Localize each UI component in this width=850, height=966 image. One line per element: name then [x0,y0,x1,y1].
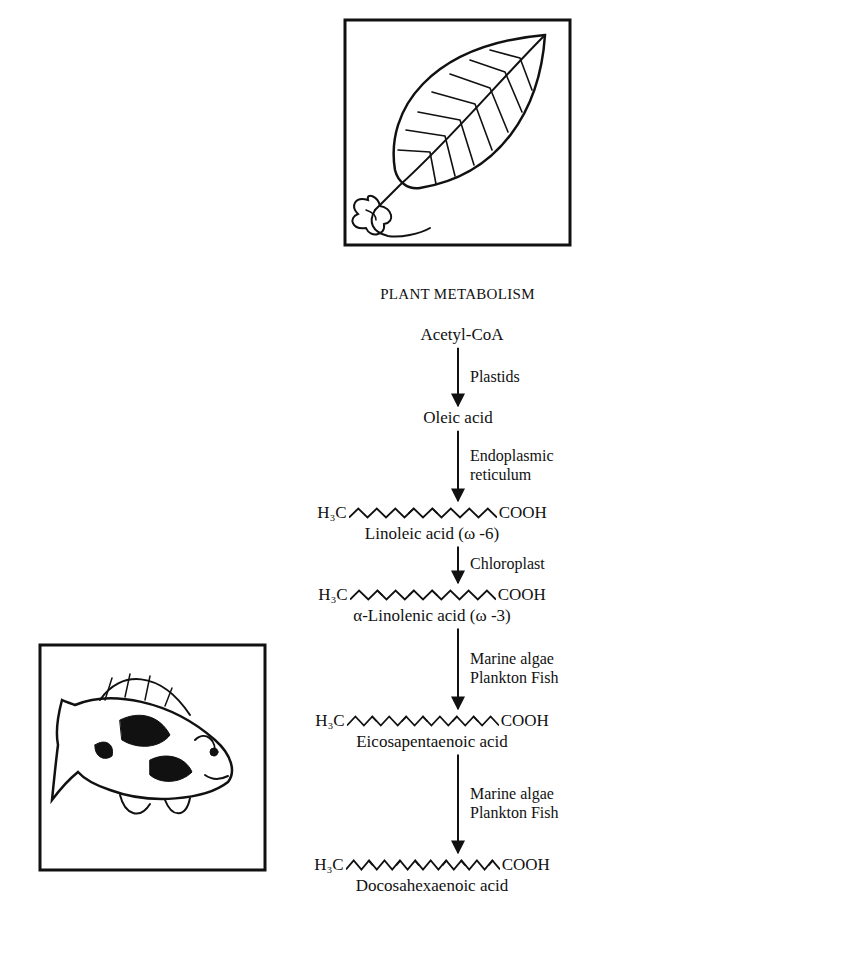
structural-formula: H₃C COOH [314,856,550,875]
compound-name: Linoleic acid (ω -6) [317,525,547,544]
structural-formula: H₃C COOH [318,586,546,605]
pathway-arrow [457,628,459,709]
compound-name: Acetyl-CoA [420,326,503,345]
arrow-label: Endoplasmic reticulum [470,447,575,484]
carboxyl-end: COOH [501,712,549,731]
fatty-acid-chain [350,586,496,604]
compound-name: Docosahexaenoic acid [314,877,550,896]
arrow-label: Marine algae Plankton Fish [470,785,570,822]
carboxyl-end: COOH [498,586,546,605]
carboxyl-end: COOH [502,856,550,875]
compound-structure: H₃C COOH Docosahexaenoic acid [314,856,550,895]
compound-name: Eicosapentaenoic acid [315,733,549,752]
methyl-end: H₃C [314,856,344,875]
pathway-arrow [457,546,459,583]
diagram-title: PLANT METABOLISM [330,286,585,303]
pathway-arrow [457,348,459,406]
fatty-acid-chain [346,856,500,874]
arrow-label: Plastids [470,368,580,386]
compound-name: α-Linolenic acid (ω -3) [318,607,546,626]
compound-structure: H₃C COOH Eicosapentaenoic acid [315,712,549,751]
fatty-acid-chain [349,504,497,522]
fish-illustration [40,645,265,870]
structural-formula: H₃C COOH [315,712,549,731]
arrow-label: Marine algae Plankton Fish [470,650,570,687]
compound-structure: H₃C COOH Linoleic acid (ω -6) [317,504,547,543]
fatty-acid-chain [347,712,499,730]
methyl-end: H₃C [318,586,348,605]
carboxyl-end: COOH [499,504,547,523]
leaf-illustration [345,20,570,245]
structural-formula: H₃C COOH [317,504,547,523]
compound-name: Acetyl-CoA [420,326,503,345]
compound-name: Oleic acid [423,409,492,428]
pathway-arrow [457,754,459,853]
pathway-arrow [457,431,459,501]
compound-name: Oleic acid [423,409,492,428]
methyl-end: H₃C [315,712,345,731]
arrow-label: Chloroplast [470,555,580,573]
compound-structure: H₃C COOH α-Linolenic acid (ω -3) [318,586,546,625]
methyl-end: H₃C [317,504,347,523]
